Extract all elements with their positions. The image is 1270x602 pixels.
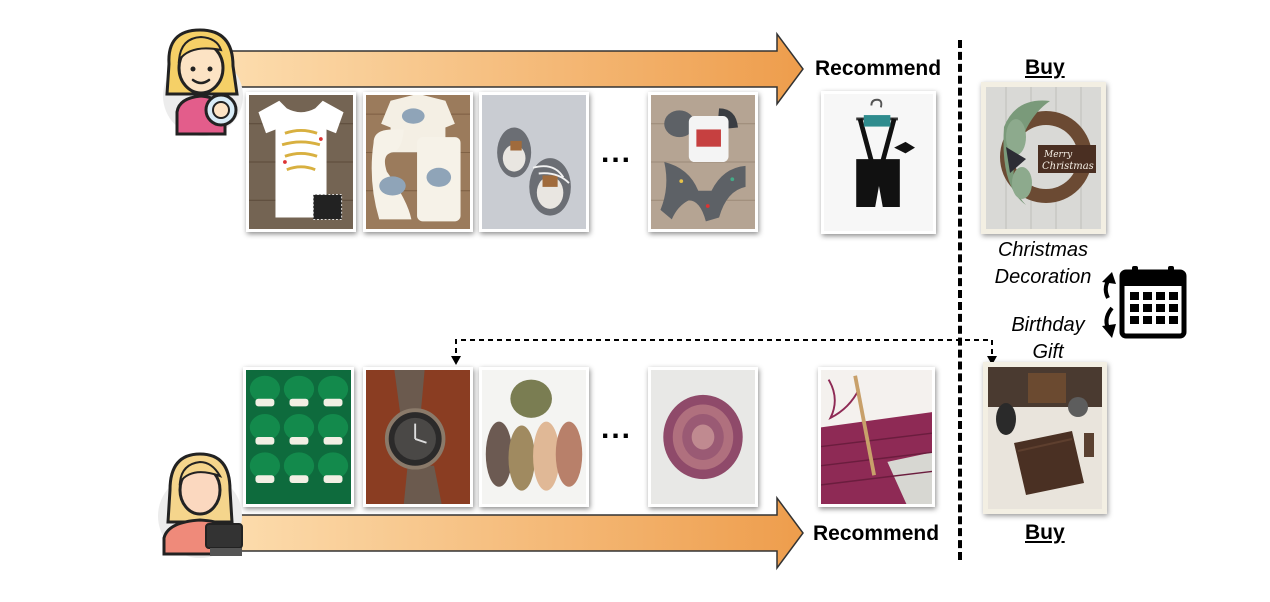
christmas-decoration-label: Christmas Decoration [983, 237, 1103, 291]
calendar-icon[interactable] [1098, 264, 1190, 342]
christmas-wreath-image[interactable]: Merry Christmas [981, 82, 1106, 234]
svg-text:Merry: Merry [1043, 150, 1073, 160]
bottom-sequence-arrow [196, 495, 804, 571]
christmas-label-line1: Christmas [997, 239, 1088, 261]
top-buy-label: Buy [1025, 56, 1065, 79]
green-yarn-skeins-image[interactable] [243, 367, 354, 507]
top-ellipsis: ... [601, 136, 633, 169]
bottom-recommend-label: Recommend [813, 522, 940, 545]
svg-text:Christmas: Christmas [1042, 161, 1094, 172]
dashed-connector-arrow [451, 339, 997, 365]
top-recommend-label: Recommend [815, 57, 942, 80]
yarn-cake-image[interactable] [648, 367, 758, 507]
crafter-with-sewing-machine-icon [152, 450, 248, 560]
divider-line [958, 40, 962, 560]
baby-suspender-outfit-image[interactable] [821, 91, 936, 234]
crochet-baby-shoes-image[interactable] [479, 92, 589, 232]
top-sequence-arrow [196, 31, 804, 107]
baby-bib-set-image[interactable] [363, 92, 473, 232]
crochet-blanket-image[interactable] [818, 367, 935, 507]
mother-with-baby-icon [155, 24, 245, 136]
bottom-buy-label: Buy [1025, 521, 1065, 544]
christmas-label-line2: Decoration [994, 266, 1092, 288]
birthday-label-line1: Birthday [1011, 314, 1085, 336]
wooden-watch-image[interactable] [363, 367, 473, 507]
baby-onesie-image[interactable] [246, 92, 356, 232]
baby-outfit-set-image[interactable] [648, 92, 758, 232]
birthday-label-line2: Gift [1032, 341, 1064, 363]
bottom-ellipsis: ... [601, 412, 633, 445]
leather-wallet-image[interactable] [983, 362, 1107, 514]
hand-dyed-yarn-image[interactable] [479, 367, 589, 507]
birthday-gift-label: Birthday Gift [988, 312, 1108, 366]
